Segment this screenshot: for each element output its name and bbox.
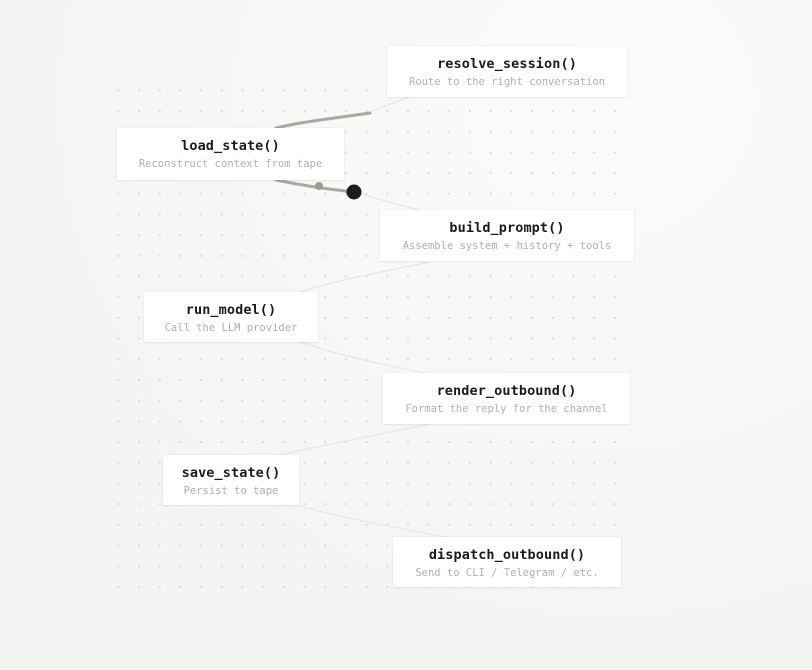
node-title: render_outbound()	[436, 383, 577, 399]
node-description: Route to the right conversation	[409, 76, 605, 88]
node-build-prompt[interactable]: build_prompt() Assemble system + history…	[380, 210, 634, 261]
node-title: save_state()	[181, 465, 281, 481]
node-title: run_model()	[185, 302, 277, 318]
node-description: Persist to tape	[183, 485, 279, 497]
node-dispatch-outbound[interactable]: dispatch_outbound() Send to CLI / Telegr…	[393, 537, 621, 587]
node-render-outbound[interactable]: render_outbound() Format the reply for t…	[383, 373, 630, 424]
node-description: Call the LLM provider	[164, 322, 298, 334]
node-title: resolve_session()	[437, 56, 577, 72]
node-description: Send to CLI / Telegram / etc.	[415, 567, 599, 579]
node-load-state[interactable]: load_state() Reconstruct context from ta…	[117, 128, 344, 180]
node-save-state[interactable]: save_state() Persist to tape	[163, 455, 299, 505]
node-title: build_prompt()	[449, 220, 565, 236]
node-title: load_state()	[181, 138, 280, 154]
node-description: Format the reply for the channel	[405, 403, 608, 415]
node-title: dispatch_outbound()	[428, 547, 586, 563]
node-description: Assemble system + history + tools	[402, 240, 612, 252]
node-resolve-session[interactable]: resolve_session() Route to the right con…	[387, 46, 627, 97]
node-run-model[interactable]: run_model() Call the LLM provider	[144, 292, 318, 342]
node-description: Reconstruct context from tape	[138, 158, 323, 170]
